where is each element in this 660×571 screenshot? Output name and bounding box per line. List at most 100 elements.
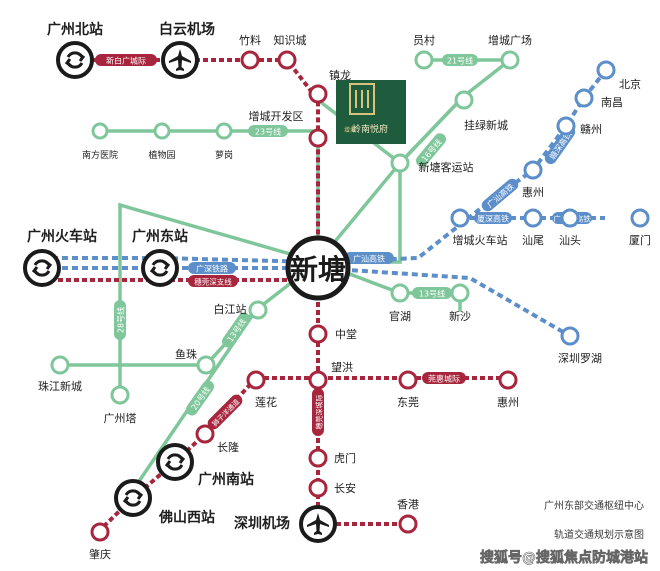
station-beijing[interactable] bbox=[596, 60, 616, 80]
label-foshan-w: 佛山西站 bbox=[158, 509, 215, 526]
hub-sz-airport[interactable] bbox=[299, 505, 337, 543]
station-huizhou-n[interactable] bbox=[523, 160, 543, 180]
station-guanhu[interactable] bbox=[390, 283, 410, 303]
label-gz-south: 广州南站 bbox=[198, 471, 254, 488]
hub-label: 新塘 bbox=[290, 253, 346, 286]
label-xiamen: 厦门 bbox=[629, 233, 651, 247]
label-zhenlong: 镇龙 bbox=[329, 68, 351, 82]
label-canton-tower: 广州塔 bbox=[104, 412, 137, 425]
station-xiamen[interactable] bbox=[630, 208, 650, 228]
line-label-13: 13号线 bbox=[419, 289, 445, 299]
line-label-guangshan2: 广汕高铁 bbox=[485, 181, 516, 209]
logo-small: 增城 bbox=[344, 126, 356, 134]
station-ganzhou[interactable] bbox=[556, 116, 576, 136]
hub-gz-railway[interactable] bbox=[23, 249, 61, 287]
station-zengcheng-gc[interactable] bbox=[500, 50, 520, 70]
transfer-hubs bbox=[23, 41, 337, 543]
station-luogang[interactable] bbox=[215, 122, 233, 140]
label-lianhua: 莲花 bbox=[255, 396, 277, 409]
hub-gz-east[interactable] bbox=[141, 249, 179, 287]
line-label-23: 23号线 bbox=[255, 127, 281, 137]
green-stations bbox=[50, 50, 520, 405]
label-zhongtang: 中堂 bbox=[335, 328, 357, 341]
station-nanchang[interactable] bbox=[574, 88, 594, 108]
label-sz-luohu: 深圳罗湖 bbox=[558, 352, 602, 365]
station-sz-luohu[interactable] bbox=[560, 326, 580, 346]
station-zhiwuyuan[interactable] bbox=[153, 122, 171, 140]
station-zengcheng-hcz[interactable] bbox=[450, 208, 470, 228]
label-beijing: 北京 bbox=[619, 77, 641, 91]
label-luogang: 萝岗 bbox=[215, 150, 233, 161]
label-changlong: 长隆 bbox=[217, 440, 239, 454]
hub-gz-south[interactable] bbox=[156, 443, 194, 481]
line-label-guanhui: 莞惠城际 bbox=[428, 374, 460, 384]
station-zhenlong[interactable] bbox=[308, 84, 328, 104]
station-hongkong[interactable] bbox=[398, 514, 418, 534]
line-label-guangshen-rail: 广深铁路 bbox=[196, 264, 228, 274]
label-humen: 虎门 bbox=[334, 451, 356, 465]
hub-xintang[interactable]: 新塘 bbox=[285, 235, 351, 301]
caption-line2: 轨道交通规划示意图 bbox=[554, 528, 644, 541]
line-label-xinbai: 新白广城际 bbox=[106, 56, 146, 66]
hub-baiyun-airport[interactable] bbox=[161, 41, 199, 79]
station-nanfang[interactable] bbox=[91, 122, 109, 140]
hub-foshan-west[interactable] bbox=[114, 479, 152, 517]
station-changan[interactable] bbox=[308, 478, 328, 498]
station-zhishicheng[interactable] bbox=[277, 50, 297, 70]
station-changlong[interactable] bbox=[195, 424, 215, 444]
label-gualv: 挂绿新城 bbox=[464, 118, 508, 132]
label-xinsha: 新沙 bbox=[449, 309, 471, 323]
line-label-xiashen: 厦深高铁 bbox=[477, 214, 509, 224]
label-zhujiang: 珠江新城 bbox=[38, 379, 82, 393]
label-gz-north: 广州北站 bbox=[47, 21, 103, 38]
station-humen[interactable] bbox=[308, 448, 328, 468]
station-canton-tower[interactable] bbox=[110, 385, 130, 405]
station-labels: 广州北站 白云机场 竹料 知识城 镇龙 增城开发区 南方医院 植物园 萝岗 员村… bbox=[27, 21, 651, 561]
station-zhongtang[interactable] bbox=[308, 324, 328, 344]
station-gualv[interactable] bbox=[454, 90, 474, 110]
station-xintang-kyz[interactable] bbox=[390, 153, 410, 173]
line-label-guangshan: 广汕高铁 bbox=[353, 254, 385, 264]
circular-arrows-icon bbox=[64, 51, 86, 69]
station-lianhua[interactable] bbox=[246, 370, 266, 390]
line-label-lixin: 狮子洋通道 bbox=[210, 397, 241, 428]
label-gz-east: 广州东站 bbox=[132, 228, 188, 245]
station-yuzhu[interactable] bbox=[196, 355, 216, 375]
line-label-28: 28号线 bbox=[116, 307, 126, 333]
station-shantou[interactable] bbox=[560, 208, 580, 228]
station-zhaoqing[interactable] bbox=[90, 522, 110, 542]
station-baijiang[interactable] bbox=[248, 300, 268, 320]
label-zhiwuyuan: 植物园 bbox=[148, 149, 175, 161]
label-zhaoqing: 肇庆 bbox=[89, 547, 111, 561]
station-zengcheng-kfq[interactable] bbox=[308, 128, 328, 148]
label-zhuliao: 竹料 bbox=[239, 33, 261, 47]
station-dongguan[interactable] bbox=[398, 370, 418, 390]
airplane-icon bbox=[169, 49, 191, 71]
label-baiyun-airport: 白云机场 bbox=[159, 21, 215, 38]
station-wanghong[interactable] bbox=[308, 370, 328, 390]
label-huizhou-s: 惠州 bbox=[497, 395, 519, 409]
south-spine bbox=[316, 262, 408, 526]
guangshen-blue bbox=[42, 256, 319, 264]
label-sz-airport: 深圳机场 bbox=[234, 515, 290, 532]
station-shanwei[interactable] bbox=[523, 208, 543, 228]
label-dongguan: 东莞 bbox=[397, 396, 419, 409]
label-huizhou-n: 惠州 bbox=[522, 185, 544, 199]
label-zengcheng-gc: 增城广场 bbox=[488, 33, 532, 47]
label-hongkong: 香港 bbox=[397, 498, 419, 511]
watermark: 搜狐号@搜狐焦点防城港站 bbox=[480, 549, 648, 566]
station-zhujiang[interactable] bbox=[50, 355, 70, 375]
label-changan: 长安 bbox=[334, 481, 356, 495]
station-zhuliao[interactable] bbox=[240, 50, 260, 70]
red-stations bbox=[90, 50, 518, 542]
label-gz-railway: 广州火车站 bbox=[27, 228, 97, 245]
station-xinsha[interactable] bbox=[450, 283, 470, 303]
hub-gz-north[interactable] bbox=[56, 41, 94, 79]
label-yuzhu: 鱼珠 bbox=[175, 347, 197, 361]
station-yuancun[interactable] bbox=[414, 50, 434, 70]
label-nanchang: 南昌 bbox=[601, 96, 623, 109]
circular-arrows-icon bbox=[164, 453, 186, 471]
station-huizhou-s[interactable] bbox=[498, 370, 518, 390]
